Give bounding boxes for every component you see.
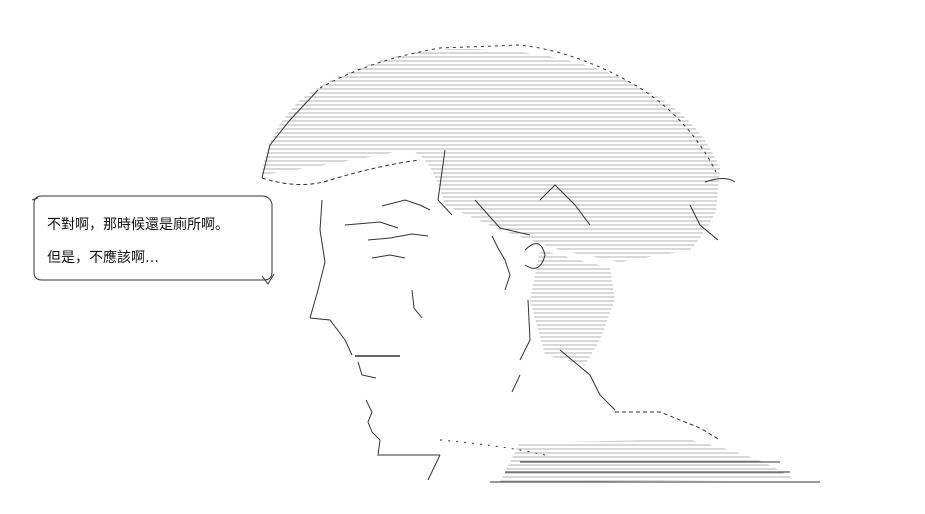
hair-strand-1: [437, 149, 453, 216]
hair-bangs-edge: [261, 159, 421, 186]
neck-left: [519, 299, 531, 361]
collar-dots: [439, 439, 546, 456]
hair-outline-left: [261, 89, 319, 179]
eye-bag: [371, 254, 406, 259]
hair-strand-4: [689, 204, 719, 241]
bubble-line-1: 不對啊，那時候還是廁所啊。: [47, 217, 229, 233]
hair-strand-2: [474, 199, 531, 236]
hair-hatch-side: [530, 250, 615, 365]
eye-upper: [344, 221, 399, 229]
nose-line: [411, 289, 423, 319]
eye-lower: [367, 233, 429, 241]
bubble-line-2: 但是，不應該啊…: [47, 250, 159, 266]
figure-outline: [261, 44, 820, 483]
ear-outline: [524, 243, 546, 269]
speech-bubble: [31, 195, 275, 285]
throat-line: [365, 399, 440, 456]
hair-strand-3: [539, 184, 591, 226]
hair-shading: [262, 48, 795, 482]
collar-edge: [427, 454, 441, 481]
face-left-contour: [309, 199, 326, 319]
hair-tip-right: [704, 178, 736, 183]
hair-hatch-top: [262, 48, 720, 263]
cheek-strand: [491, 235, 511, 291]
neck-accent: [511, 374, 521, 393]
bubble-corner-mark: [31, 197, 39, 201]
chin-line: [357, 361, 377, 379]
bubble-tail: [261, 273, 275, 285]
bubble-frame: [33, 195, 273, 281]
shoulder-line: [615, 411, 721, 441]
collar-hatch: [500, 440, 795, 482]
jaw-line: [309, 317, 353, 356]
hair-outline-top: [319, 44, 717, 173]
eyebrow: [381, 199, 431, 211]
neck-right: [559, 349, 616, 411]
